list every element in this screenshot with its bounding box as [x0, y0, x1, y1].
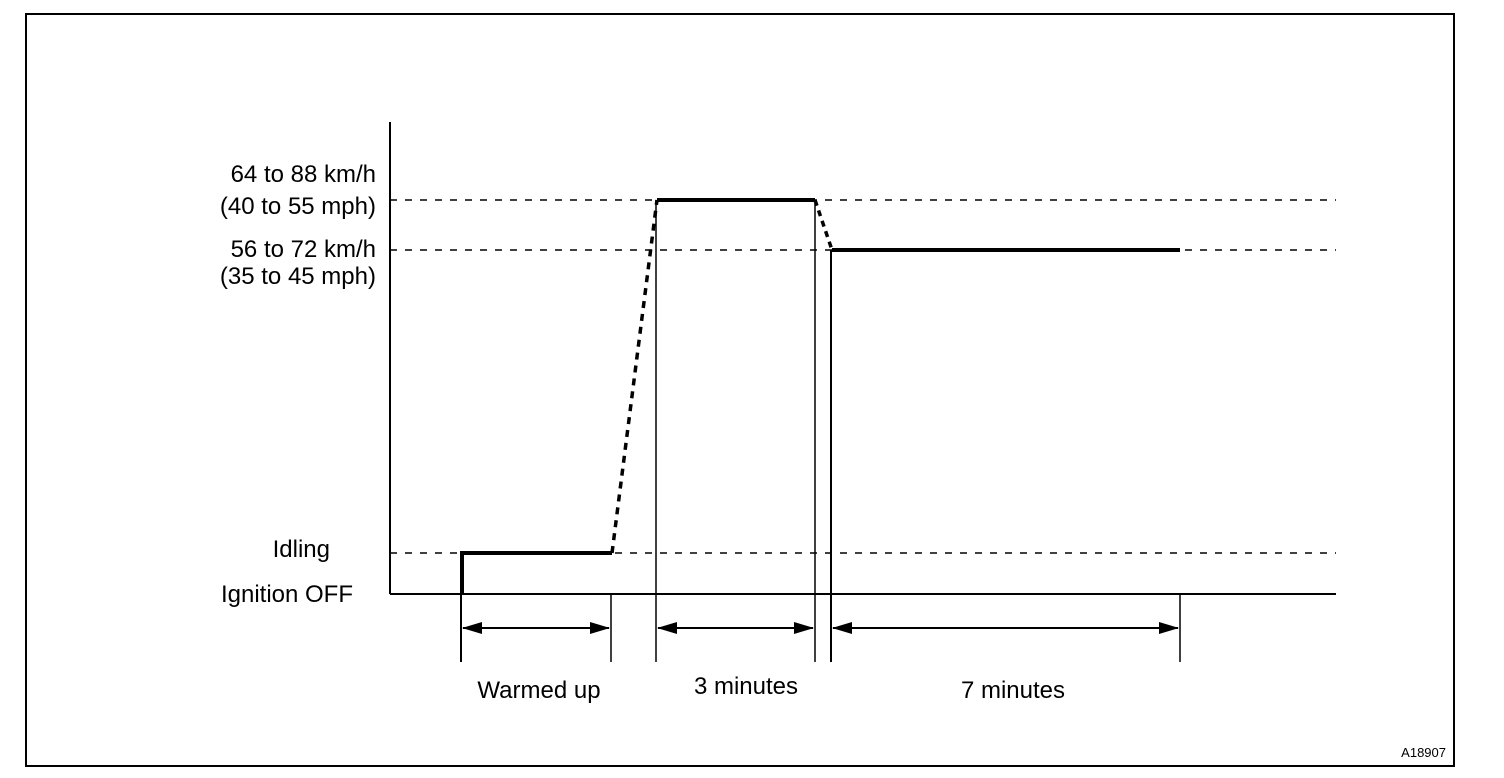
label-idling: Idling — [273, 536, 330, 563]
label-ignition-off: Ignition OFF — [221, 581, 353, 608]
label-mid-kmh: 56 to 72 km/h — [231, 236, 376, 263]
label-seven-minutes: 7 minutes — [961, 677, 1065, 704]
label-high-kmh: 64 to 88 km/h — [231, 161, 376, 188]
label-three-minutes: 3 minutes — [694, 673, 798, 700]
profile-decel-transition — [813, 199, 834, 251]
profile-accel-transition — [610, 199, 659, 554]
label-mid-mph: (35 to 45 mph) — [220, 263, 376, 290]
profile-idle-segment — [460, 551, 612, 594]
figure-id: A18907 — [1401, 745, 1446, 760]
figure-border — [25, 13, 1455, 767]
label-high-mph: (40 to 55 mph) — [220, 193, 376, 220]
label-warmed-up: Warmed up — [477, 677, 600, 704]
